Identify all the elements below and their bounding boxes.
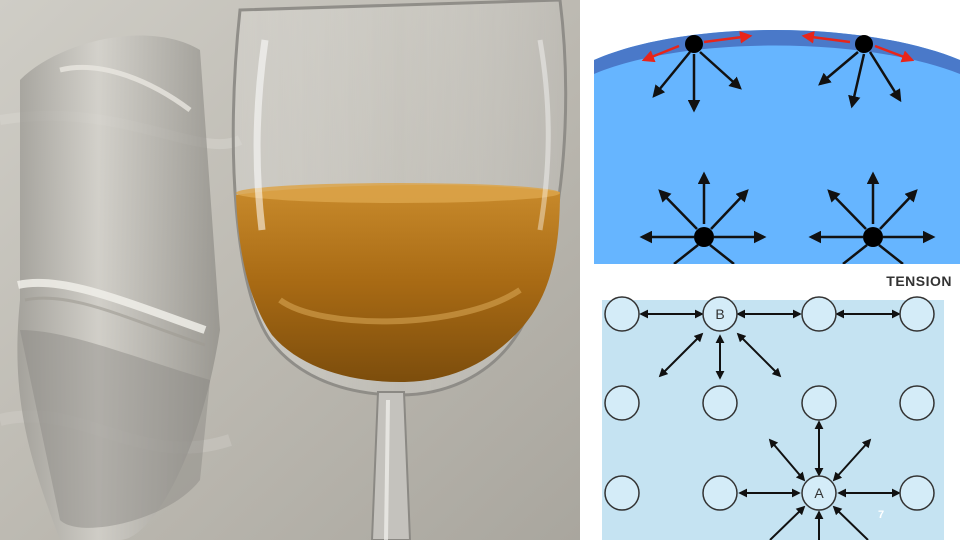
molecule: [702, 475, 738, 511]
molecule: [604, 385, 640, 421]
molecule: [801, 385, 837, 421]
molecule: [604, 296, 640, 332]
slide-page-number: 7: [878, 509, 885, 521]
molecule: [899, 296, 935, 332]
water-body: [594, 30, 960, 264]
molecule: [801, 296, 837, 332]
molecule: [899, 475, 935, 511]
molecule-b-label: B: [715, 306, 724, 322]
molecule-a: [801, 475, 837, 511]
tension-lattice-diagram: B A: [594, 264, 960, 541]
molecule: [899, 385, 935, 421]
interior-molecule-2: [808, 171, 936, 264]
molecule: [604, 475, 640, 511]
surface-molecule-diagram: [594, 0, 960, 264]
surface-molecule-2: [801, 31, 915, 109]
tension-lattice-panel: B A TENSION: [594, 264, 960, 541]
tension-label: TENSION: [886, 273, 952, 289]
molecule: [702, 385, 738, 421]
molecule-b: [702, 296, 738, 332]
photo-wine-glass: [0, 0, 580, 540]
interior-molecule-1: [639, 171, 767, 264]
lattice-background: [602, 300, 944, 540]
molecule-a-label: A: [814, 485, 824, 501]
surface-molecule-1: [641, 31, 753, 113]
panel-divider: [580, 0, 594, 540]
